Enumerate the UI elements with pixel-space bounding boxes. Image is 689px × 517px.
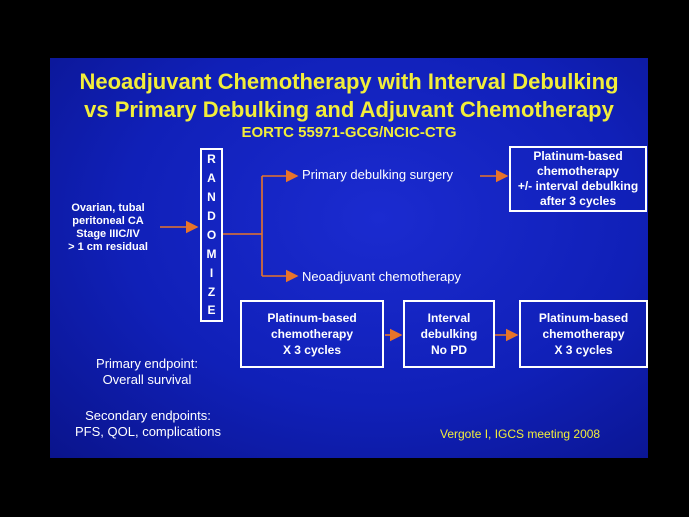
arm2-label: Neoadjuvant chemotherapy	[302, 269, 461, 284]
arm2-box-chemo-2: Platinum-based chemotherapy X 3 cycles	[519, 300, 648, 368]
randomize-letter: I	[209, 265, 214, 280]
randomize-letter: D	[207, 209, 216, 224]
randomize-letter: R	[207, 152, 216, 167]
randomize-letter: O	[206, 227, 217, 242]
subtitle: EORTC 55971-GCG/NCIC-CTG	[241, 124, 457, 141]
randomize-letter: N	[207, 190, 216, 205]
arm1-box: Platinum-based chemotherapy +/- interval…	[509, 146, 647, 212]
randomize-box: R A N D O M I Z E	[200, 148, 223, 322]
arm2-box-chemo: Platinum-based chemotherapy X 3 cycles	[240, 300, 384, 368]
title-line-2: vs Primary Debulking and Adjuvant Chemot…	[84, 97, 614, 122]
randomize-letter: M	[206, 246, 217, 261]
citation: Vergote I, IGCS meeting 2008	[440, 427, 601, 441]
secondary-endpoints: Secondary endpoints: PFS, QOL, complicat…	[75, 408, 221, 439]
arm1-label: Primary debulking surgery	[302, 167, 454, 182]
randomize-letter: Z	[207, 284, 216, 299]
population-label: Ovarian, tubal peritoneal CA Stage IIIC/…	[68, 202, 148, 253]
arm2-box-interval-debulking: Interval debulking No PD	[403, 300, 495, 368]
randomize-letter: E	[207, 303, 216, 318]
slide: Neoadjuvant Chemotherapy with Interval D…	[50, 58, 648, 458]
title-line-1: Neoadjuvant Chemotherapy with Interval D…	[79, 69, 619, 94]
primary-endpoint: Primary endpoint: Overall survival	[96, 356, 198, 387]
flow-arrows	[160, 169, 519, 342]
randomize-letter: A	[207, 171, 216, 186]
